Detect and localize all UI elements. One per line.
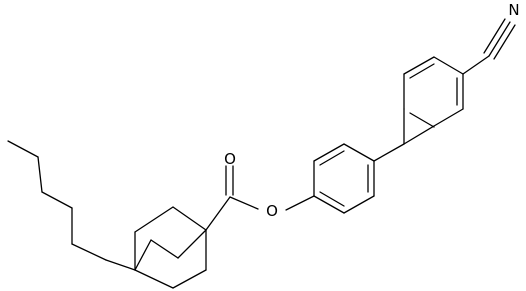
bicyclooctane-cage xyxy=(134,206,207,289)
phenyl-ring-2 xyxy=(403,56,464,145)
nitrile-nitrogen-label: N xyxy=(508,1,519,19)
carbonyl-oxygen-label: O xyxy=(224,150,236,168)
hexyl-chain xyxy=(7,140,136,271)
biaryl-bond xyxy=(373,143,405,162)
phenyl-ring-1 xyxy=(313,143,375,214)
ester-group xyxy=(205,165,315,231)
nitrile-group xyxy=(462,18,516,75)
ester-oxygen-label: O xyxy=(266,202,278,220)
